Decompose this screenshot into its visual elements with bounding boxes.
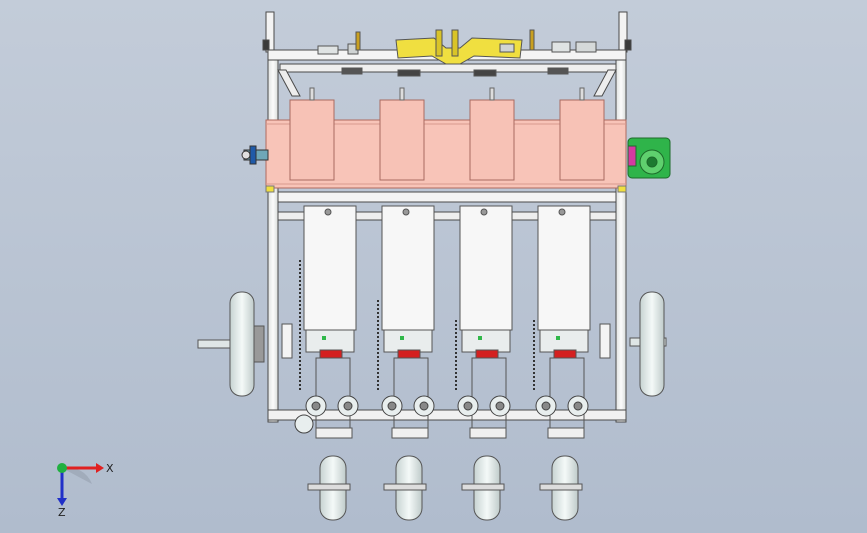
top-linkage-bracket [317, 29, 597, 77]
hopper-1 [289, 87, 335, 181]
metering-unit-3 [459, 205, 513, 429]
right-ground-wheel [599, 291, 667, 397]
z-axis-arrowhead [57, 498, 67, 506]
metering-unit-2 [381, 205, 435, 429]
drive-chains [299, 260, 535, 390]
press-wheel-4 [539, 427, 585, 521]
hopper-boxes [289, 87, 605, 181]
hopper-2 [379, 87, 425, 181]
green-accents [322, 336, 560, 340]
press-wheel-2 [383, 427, 429, 521]
press-wheels [307, 427, 585, 521]
y-axis-dot [57, 463, 67, 473]
metering-unit-1 [303, 205, 357, 429]
gearbox [627, 137, 671, 179]
press-wheel-3 [461, 427, 507, 521]
press-wheel-1 [307, 427, 353, 521]
x-axis-label: X [106, 462, 114, 475]
left-ground-wheel [197, 291, 293, 397]
ground-wheels [197, 291, 667, 397]
disc-openers [294, 395, 589, 434]
metering-unit-4 [537, 205, 591, 429]
x-axis-arrowhead [96, 463, 104, 473]
z-axis-label: Z [58, 506, 66, 519]
hopper-3 [469, 87, 515, 181]
left-shaft-end [241, 145, 269, 165]
coordinate-triad: X Z [57, 462, 114, 519]
metering-units [303, 205, 591, 429]
hopper-4 [559, 87, 605, 181]
